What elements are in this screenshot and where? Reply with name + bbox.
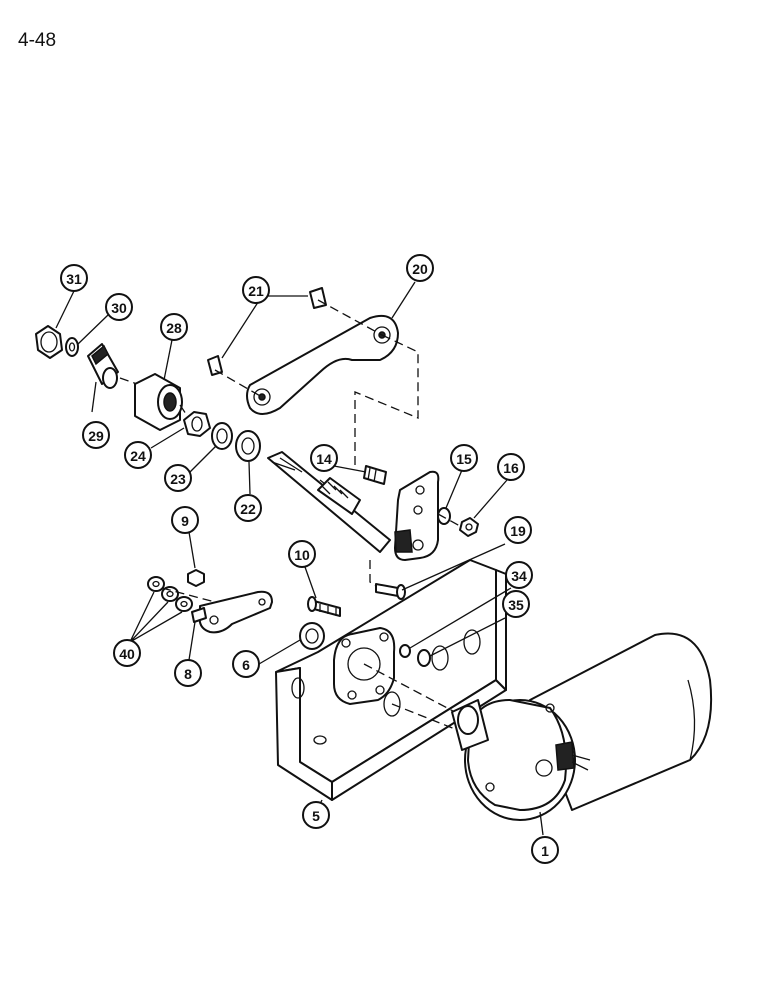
callout-10: 10 xyxy=(288,540,316,568)
callout-21: 21 xyxy=(242,276,270,304)
link-arm-part xyxy=(246,314,399,415)
callout-29: 29 xyxy=(82,421,110,449)
callout-number: 1 xyxy=(541,843,549,859)
callout-number: 16 xyxy=(503,460,519,476)
callout-circle xyxy=(302,801,330,829)
bolt-part xyxy=(307,596,341,617)
callout-8: 8 xyxy=(174,659,202,687)
callout-number: 10 xyxy=(294,547,310,563)
callout-number: 14 xyxy=(316,451,332,467)
callout-14: 14 xyxy=(310,444,338,472)
nut-part xyxy=(459,517,479,537)
callout-35: 35 xyxy=(502,590,530,618)
stud-part xyxy=(363,465,387,485)
callout-circle xyxy=(171,506,199,534)
callout-circle xyxy=(310,444,338,472)
callout-number: 28 xyxy=(166,320,182,336)
callout-number: 19 xyxy=(510,523,526,539)
wiper-motor-part xyxy=(451,632,713,821)
lever-part xyxy=(191,590,273,634)
callout-number: 24 xyxy=(130,448,146,464)
callout-number: 23 xyxy=(170,471,186,487)
callout-circle xyxy=(160,313,188,341)
callout-6: 6 xyxy=(232,650,260,678)
washer-part xyxy=(437,507,451,525)
callout-number: 21 xyxy=(248,283,264,299)
callout-circle xyxy=(288,540,316,568)
callout-number: 35 xyxy=(508,597,524,613)
callout-number: 29 xyxy=(88,428,104,444)
callout-28: 28 xyxy=(160,313,188,341)
lock-washer-part xyxy=(211,422,233,450)
callout-number: 34 xyxy=(511,568,527,584)
callout-circle xyxy=(497,453,525,481)
shaft-part xyxy=(267,451,391,553)
callout-20: 20 xyxy=(406,254,434,282)
callout-circle xyxy=(60,264,88,292)
flat-washer-part xyxy=(235,430,261,462)
callout-number: 40 xyxy=(119,646,135,662)
washer-part xyxy=(399,644,431,667)
callout-circle xyxy=(113,639,141,667)
page-number: 4-48 xyxy=(18,30,57,51)
callout-circle xyxy=(82,421,110,449)
callout-circle xyxy=(242,276,270,304)
callout-circle xyxy=(450,444,478,472)
callout-circle xyxy=(232,650,260,678)
callout-19: 19 xyxy=(504,516,532,544)
callout-circle xyxy=(164,464,192,492)
small-nut-part xyxy=(187,569,205,587)
crank-plate-part xyxy=(394,470,440,561)
callout-number: 15 xyxy=(456,451,472,467)
callout-5: 5 xyxy=(302,801,330,829)
callout-circle xyxy=(234,494,262,522)
callout-number: 22 xyxy=(240,501,256,517)
hex-nut-part xyxy=(183,411,211,437)
callout-30: 30 xyxy=(105,293,133,321)
screw-part xyxy=(375,583,406,600)
callout-circle xyxy=(505,561,533,589)
knurled-bushing-part xyxy=(87,343,119,389)
callout-number: 5 xyxy=(312,808,320,824)
callout-number: 20 xyxy=(412,261,428,277)
callout-16: 16 xyxy=(497,453,525,481)
callout-23: 23 xyxy=(164,464,192,492)
callout-40: 40 xyxy=(113,639,141,667)
callout-circle xyxy=(531,836,559,864)
callout-22: 22 xyxy=(234,494,262,522)
callout-circle xyxy=(124,441,152,469)
callout-34: 34 xyxy=(505,561,533,589)
callout-9: 9 xyxy=(171,506,199,534)
spacer-part xyxy=(134,373,183,431)
clip-part xyxy=(207,287,327,376)
nut-part xyxy=(35,325,63,359)
washer-part xyxy=(147,576,193,612)
callout-number: 6 xyxy=(242,657,250,673)
washer-part xyxy=(299,622,325,650)
callout-circle xyxy=(504,516,532,544)
callout-1: 1 xyxy=(531,836,559,864)
callout-number: 30 xyxy=(111,300,127,316)
callout-number: 9 xyxy=(181,513,189,529)
callout-circle xyxy=(174,659,202,687)
callout-24: 24 xyxy=(124,441,152,469)
callout-15: 15 xyxy=(450,444,478,472)
callout-number: 31 xyxy=(66,271,82,287)
callout-circle xyxy=(105,293,133,321)
callout-circle xyxy=(406,254,434,282)
washer-part xyxy=(65,337,79,357)
callout-number: 8 xyxy=(184,666,192,682)
callout-circle xyxy=(502,590,530,618)
callout-31: 31 xyxy=(60,264,88,292)
